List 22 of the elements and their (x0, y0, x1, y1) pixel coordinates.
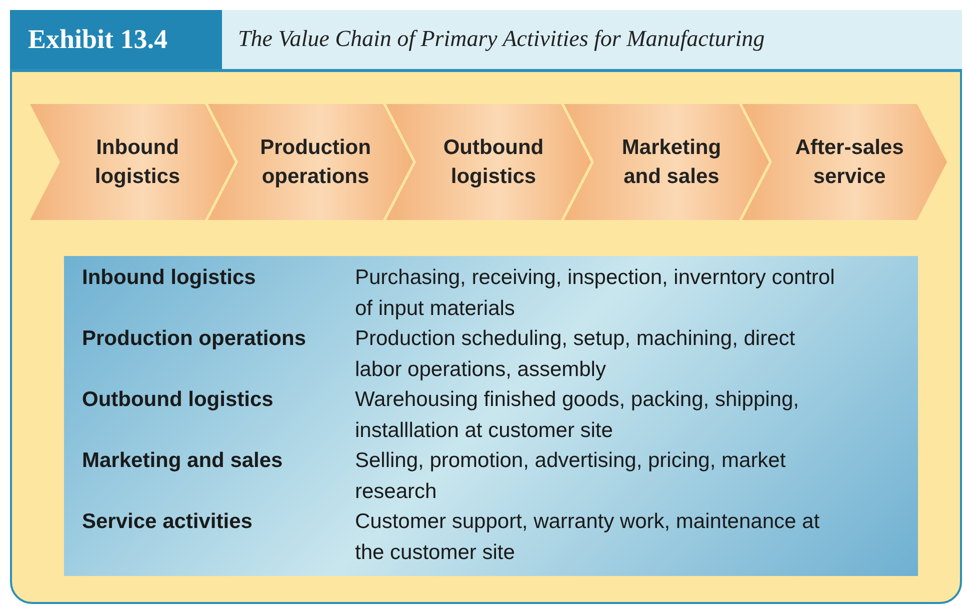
activity-name: Outbound logistics (82, 387, 274, 413)
step-label: Inbound logistics (94, 135, 182, 190)
activity-description: Selling, promotion, advertising, pricing, market research (355, 448, 787, 504)
step-label: Production operations (259, 135, 372, 190)
process-step-band (386, 104, 591, 220)
process-step-band (208, 104, 413, 220)
process-step-band (564, 104, 769, 220)
activity-name: Marketing and sales (82, 448, 284, 474)
activity-name: Production operations (82, 326, 308, 352)
process-step-band (30, 104, 235, 220)
diagram-title: The Value Chain of Primary Activities for Manufacturing (238, 25, 765, 54)
exhibit-number: Exhibit 13.4 (10, 10, 222, 69)
activity-description: Purchasing, receiving, inspection, inverntory control of input materials (355, 265, 836, 322)
activity-description: Warehousing finished goods, packing, shipping, installlation at customer site (355, 387, 800, 444)
step-label: Outbound logistics (442, 135, 545, 190)
activity-description: Customer support, warranty work, maintenance at the customer site (355, 509, 821, 566)
process-step-band (742, 104, 947, 220)
activity-name: Service activities (82, 509, 254, 535)
activity-description: Production scheduling, setup, machining, direct labor operations, assembly (355, 326, 796, 382)
step-label: Marketing and sales (620, 135, 722, 190)
step-label: After-sales service (794, 135, 905, 190)
activity-name: Inbound logistics (82, 265, 257, 291)
